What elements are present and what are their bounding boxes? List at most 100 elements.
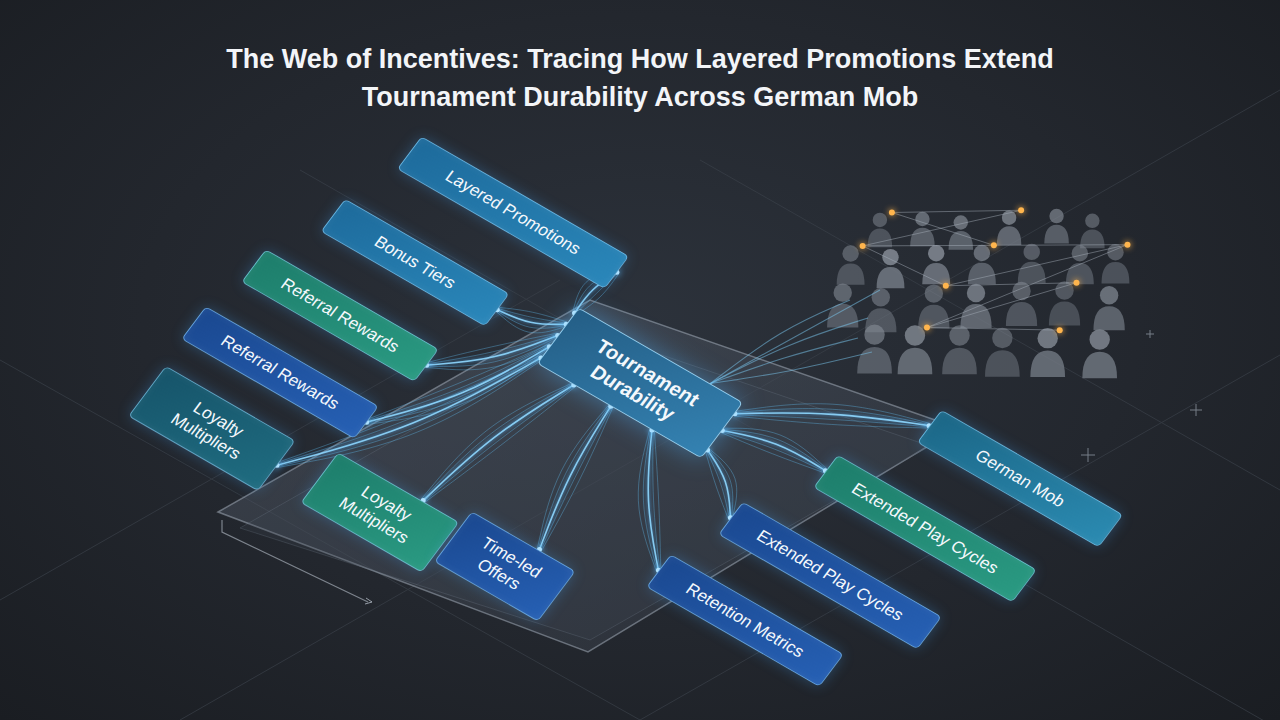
fibre-strand (705, 451, 728, 519)
person-figure (1093, 286, 1124, 330)
fibre-connector (708, 450, 731, 518)
network-dot (991, 242, 997, 248)
person-figure (1080, 214, 1104, 249)
crowd-illustration (827, 207, 1130, 378)
person-figure (1044, 209, 1068, 244)
network-line (863, 245, 994, 247)
box-label: Tournament Durability (556, 323, 725, 443)
person-body (1066, 263, 1094, 284)
person-body (985, 350, 1020, 377)
person-head (1038, 328, 1058, 348)
network-line (927, 245, 1128, 328)
person-body (949, 231, 973, 250)
network-line (863, 246, 946, 286)
person-head (842, 245, 858, 261)
person-figure (985, 328, 1020, 377)
network-line (927, 328, 1060, 331)
person-figure (837, 245, 865, 284)
sparkle (1190, 404, 1202, 416)
box-label: Loyalty Multipliers (320, 467, 441, 556)
network-dot (1018, 207, 1024, 213)
network-dot (1074, 280, 1080, 286)
person-figure (997, 211, 1021, 246)
box-label: Loyalty Multipliers (147, 381, 276, 475)
person-figure (942, 325, 977, 374)
person-head (974, 245, 990, 261)
network-dot (943, 283, 949, 289)
person-body (1093, 306, 1124, 330)
person-figure (949, 215, 973, 250)
incentive-box: Loyalty Multipliers (301, 452, 460, 572)
crowd-strand (710, 352, 872, 384)
person-body (1049, 302, 1080, 326)
fibre-strand (721, 433, 824, 473)
network-line (946, 283, 1077, 286)
person-figure (865, 288, 896, 332)
title-text: The Web of Incentives: Tracing How Layer… (226, 44, 1054, 112)
person-body (857, 347, 892, 374)
fibre-connector (735, 413, 929, 426)
box-label: Bonus Tiers (339, 214, 490, 311)
fibre-strand (638, 430, 656, 570)
platform-arrow-tick (365, 598, 372, 604)
network-dot (924, 325, 930, 331)
network-dot (1124, 242, 1130, 248)
person-head (1085, 214, 1099, 228)
network-line (927, 283, 1077, 328)
box-label: Time-led Offers (453, 526, 556, 605)
person-head (872, 288, 890, 306)
fibre-strand (541, 407, 612, 550)
network-line (892, 212, 994, 245)
person-head (864, 324, 884, 344)
fibre-connector (423, 385, 574, 501)
person-head (1024, 244, 1040, 260)
person-body (1030, 350, 1065, 377)
network-dot (889, 209, 895, 215)
fibre-strand (425, 387, 576, 503)
person-body (968, 263, 996, 284)
person-head (925, 284, 943, 302)
person-body (868, 229, 892, 248)
crowd-strand (710, 290, 880, 384)
person-figure (827, 283, 858, 327)
person-head (1049, 209, 1063, 223)
box-label: Layered Promotions (416, 151, 611, 273)
person-head (1089, 329, 1109, 349)
person-figure (1018, 244, 1046, 283)
network-line (892, 210, 1021, 212)
grid-line (180, 90, 1280, 720)
person-head (1100, 286, 1118, 304)
fibre-strand (722, 432, 825, 472)
person-body (898, 348, 933, 375)
box-label: Retention Metrics (665, 569, 825, 671)
person-figure (898, 325, 933, 374)
hub-box: Tournament Durability (537, 308, 744, 459)
person-figure (968, 245, 996, 284)
person-body (1044, 225, 1068, 244)
person-body (942, 348, 977, 375)
sparkles (368, 250, 1202, 462)
box-label: German Mob (936, 425, 1105, 532)
network-line (863, 210, 1022, 246)
network-line (994, 244, 1128, 246)
person-figure (960, 284, 991, 328)
person-head (967, 284, 985, 302)
person-head (1072, 245, 1088, 261)
sparkle (1081, 448, 1095, 462)
person-head (905, 325, 925, 345)
person-figure (1082, 329, 1117, 378)
platform-edge (222, 520, 368, 602)
person-body (877, 267, 905, 288)
person-figure (1049, 281, 1080, 325)
person-body (837, 263, 865, 284)
floor-grid (0, 90, 1280, 720)
person-figure (922, 245, 950, 284)
fibre-strand (542, 407, 613, 550)
person-head (873, 213, 887, 227)
network-dot (860, 243, 866, 249)
person-figure (910, 212, 934, 247)
fibre-connector (497, 310, 566, 325)
person-head (834, 283, 852, 301)
fibre-strand (538, 406, 609, 549)
